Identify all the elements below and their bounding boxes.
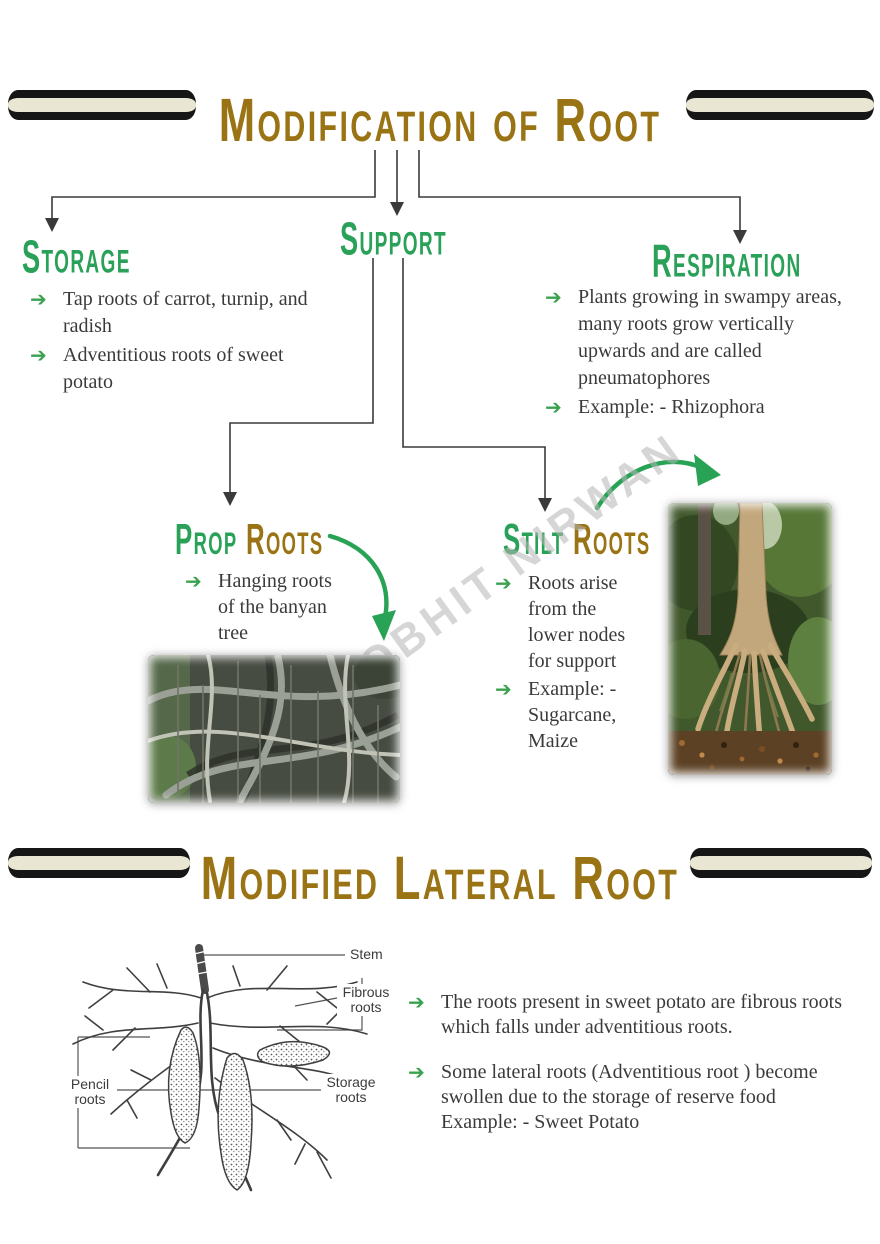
list-item-text: Adventitious roots of sweet potato xyxy=(63,344,284,393)
list-item: ➔ Hanging roots of the banyan tree xyxy=(185,568,355,646)
sweet-potato-figure: Stem Fibrous roots Pencil roots Storage … xyxy=(55,938,425,1238)
heading-support: Support xyxy=(340,214,448,265)
lateral-root-notes-list: ➔ The roots present in sweet potato are … xyxy=(408,990,868,1135)
respiration-list: ➔ Plants growing in swampy areas, many r… xyxy=(545,284,865,421)
heading-storage: Storage xyxy=(22,232,131,283)
list-item-text: The roots present in sweet potato are fi… xyxy=(441,991,843,1038)
prop-roots-list: ➔ Hanging roots of the banyan tree xyxy=(185,568,355,646)
section-title-lateral: Modified Lateral Root xyxy=(200,843,680,913)
heading-stilt-word: Stilt xyxy=(503,516,565,565)
stilt-roots-tree-photo xyxy=(668,503,832,775)
sweet-potato-drawing xyxy=(72,944,368,1192)
list-item: ➔ Roots arise from the lower nodes for s… xyxy=(495,570,650,674)
heading-stilt-roots: Stilt Roots xyxy=(503,516,650,565)
heading-stilt-roots-word: Roots xyxy=(572,516,651,565)
header-bar-right xyxy=(690,848,872,878)
bullet-arrow-icon: ➔ xyxy=(408,990,425,1014)
bullet-arrow-icon: ➔ xyxy=(545,285,562,309)
list-item-text: Example: - Rhizophora xyxy=(578,396,765,418)
list-item: ➔ Plants growing in swampy areas, many r… xyxy=(545,284,865,392)
list-item: ➔ Tap roots of carrot, turnip, and radis… xyxy=(30,286,320,340)
header-bar-left xyxy=(8,848,190,878)
header-bar-left xyxy=(8,90,196,120)
storage-list: ➔ Tap roots of carrot, turnip, and radis… xyxy=(30,286,320,396)
list-item-text: Hanging roots of the banyan tree xyxy=(218,570,332,644)
figure-label-fibrous-roots: Fibrous roots xyxy=(337,984,395,1016)
list-item-text: Tap roots of carrot, turnip, and radish xyxy=(63,288,308,337)
list-item-text: Some lateral roots (Adventitious root ) … xyxy=(441,1061,818,1108)
heading-prop-word: Prop xyxy=(175,516,238,565)
bullet-arrow-icon: ➔ xyxy=(495,571,512,595)
bullet-arrow-icon: ➔ xyxy=(545,395,562,419)
heading-prop-roots: Prop Roots xyxy=(175,516,323,565)
stilt-roots-list: ➔ Roots arise from the lower nodes for s… xyxy=(495,570,650,754)
bullet-arrow-icon: ➔ xyxy=(30,343,47,367)
page-title: Modification of Root xyxy=(218,85,662,155)
list-item: ➔ Some lateral roots (Adventitious root … xyxy=(408,1060,868,1135)
list-item: ➔ The roots present in sweet potato are … xyxy=(408,990,868,1040)
list-item-text: Plants growing in swampy areas, many roo… xyxy=(578,286,842,389)
list-item: ➔ Adventitious roots of sweet potato xyxy=(30,342,320,396)
header-bar-right xyxy=(686,90,874,120)
list-item: ➔ Example: - Rhizophora xyxy=(545,394,865,421)
banyan-prop-roots-photo xyxy=(148,655,400,803)
figure-label-stem: Stem xyxy=(348,946,385,963)
heading-respiration: Respiration xyxy=(652,236,802,287)
bullet-arrow-icon: ➔ xyxy=(495,677,512,701)
list-item: ➔ Example: - Sugarcane, Maize xyxy=(495,676,650,754)
bullet-arrow-icon: ➔ xyxy=(30,287,47,311)
heading-prop-roots-word: Roots xyxy=(246,516,324,565)
list-item-body: Some lateral roots (Adventitious root ) … xyxy=(441,1060,851,1135)
figure-label-pencil-roots: Pencil roots xyxy=(63,1076,117,1108)
list-item-text: Roots arise from the lower nodes for sup… xyxy=(528,572,626,672)
list-item-example-text: Example: - Sweet Potato xyxy=(441,1111,640,1133)
figure-label-storage-roots: Storage roots xyxy=(321,1074,381,1106)
list-item-text: Example: - Sugarcane, Maize xyxy=(528,678,617,752)
bullet-arrow-icon: ➔ xyxy=(185,569,202,593)
bullet-arrow-icon: ➔ xyxy=(408,1060,425,1084)
